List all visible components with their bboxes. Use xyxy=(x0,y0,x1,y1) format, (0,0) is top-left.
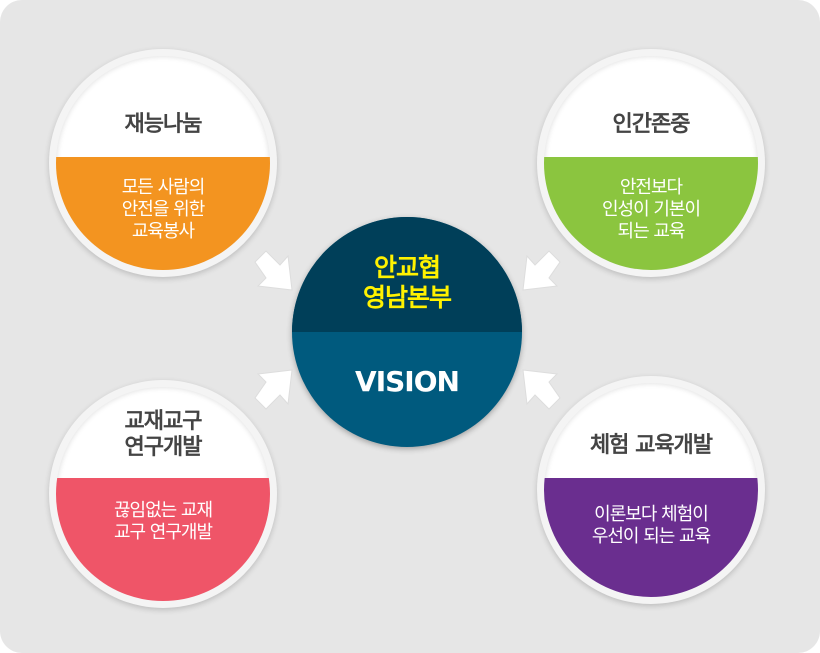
item-text: 안전보다 xyxy=(619,177,683,198)
item-title: 교재교구 xyxy=(124,409,203,434)
item-text: 되는 교육 xyxy=(617,221,686,242)
center-title: 안교협 xyxy=(373,253,441,282)
item-text: 안전을 위한 xyxy=(121,199,206,220)
center-title: 영남본부 xyxy=(362,283,452,312)
item-text: 교구 연구개발 xyxy=(113,522,213,543)
item-text: 끊임없는 교재 xyxy=(113,500,213,521)
center-vision-circle: 안교협 영남본부 VISION xyxy=(292,217,522,447)
item-title: 연구개발 xyxy=(124,435,203,460)
vision-item-material-research: 교재교구 연구개발 끊임없는 교재 교구 연구개발 xyxy=(49,380,277,608)
item-text: 이론보다 체험이 xyxy=(594,504,709,525)
vision-item-talent-sharing: 재능나눔 모든 사람의 안전을 위한 교육봉사 xyxy=(49,49,277,277)
item-text: 모든 사람의 xyxy=(121,177,206,198)
vision-item-human-respect: 인간존중 안전보다 인성이 기본이 되는 교육 xyxy=(537,49,765,277)
arrow-icon xyxy=(522,369,561,410)
arrow-icon xyxy=(254,369,293,410)
item-text: 인성이 기본이 xyxy=(601,199,701,220)
item-title: 인간존중 xyxy=(612,112,691,137)
item-title: 재능나눔 xyxy=(124,112,203,137)
item-text: 교육봉사 xyxy=(131,221,195,242)
vision-item-experience-education: 체험 교육개발 이론보다 체험이 우선이 되는 교육 xyxy=(537,376,765,604)
item-title: 체험 교육개발 xyxy=(589,433,713,458)
item-text: 우선이 되는 교육 xyxy=(591,526,711,547)
vision-label: VISION xyxy=(355,365,460,398)
